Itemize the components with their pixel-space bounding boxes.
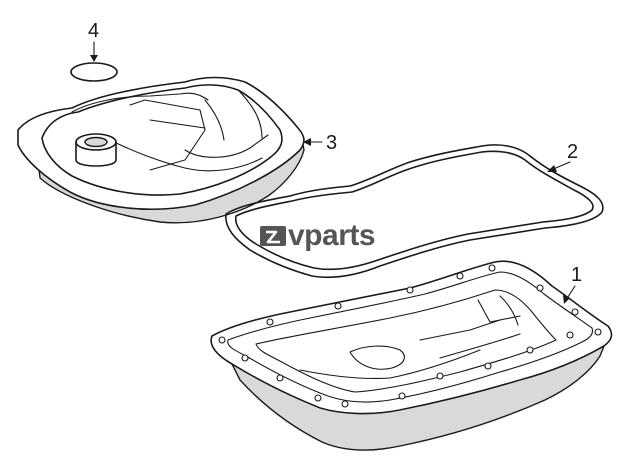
callout-3-label: 3: [326, 132, 337, 154]
callout-4: 4: [88, 20, 99, 62]
part-2-gasket: [225, 144, 604, 279]
watermark-logo: vparts: [260, 219, 376, 252]
watermark-text: vparts: [288, 219, 375, 252]
part-4-o-ring: [70, 62, 118, 82]
callout-2: 2: [547, 141, 578, 172]
callout-4-label: 4: [88, 20, 99, 42]
part-1-oil-pan: [210, 260, 613, 451]
part-3-filter: [17, 76, 305, 224]
callout-2-label: 2: [567, 141, 578, 163]
callout-3: 3: [303, 132, 337, 154]
callout-1: 1: [563, 264, 582, 304]
callout-1-label: 1: [571, 264, 582, 286]
